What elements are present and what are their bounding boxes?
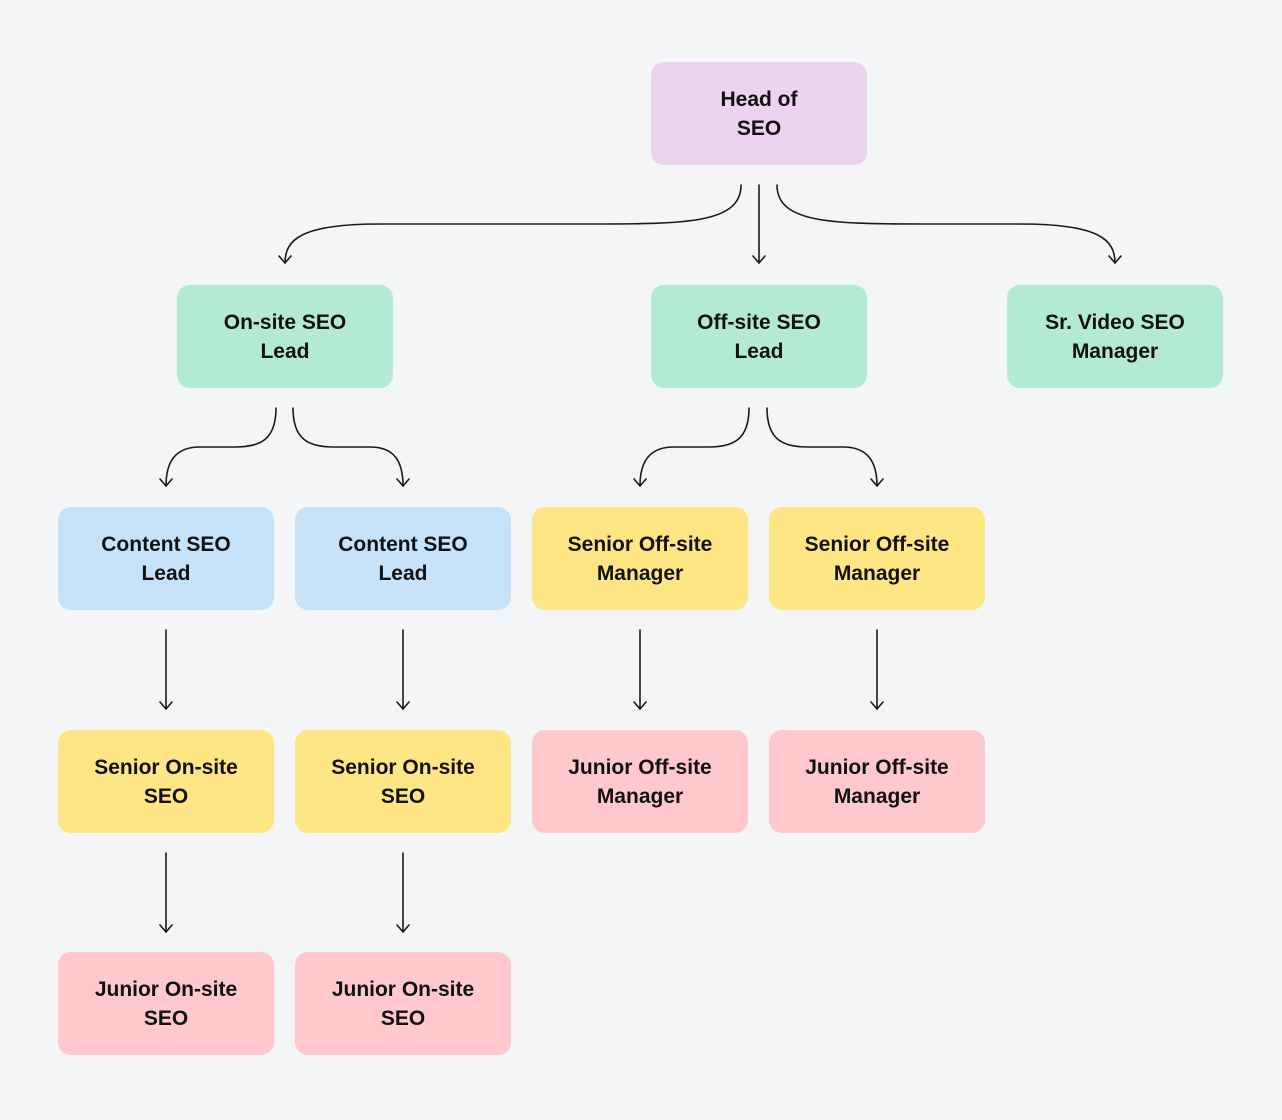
node-senior-onsite-seo-2: Senior On-site SEO — [295, 730, 511, 833]
arrowhead-content-lead-2 — [396, 478, 410, 487]
arrowhead-video-manager — [1108, 255, 1122, 264]
arrowhead-junior-offsite-1 — [633, 701, 647, 710]
arrowhead-junior-onsite-1 — [159, 924, 173, 933]
node-label: Senior Off-site Manager — [567, 532, 713, 585]
node-senior-offsite-manager-1: Senior Off-site Manager — [532, 507, 748, 610]
node-sr-video-seo-manager: Sr. Video SEO Manager — [1007, 285, 1223, 388]
arrowhead-onsite-lead — [278, 255, 292, 264]
arrowhead-senior-offsite-1 — [633, 478, 647, 487]
node-senior-onsite-seo-1: Senior On-site SEO — [58, 730, 274, 833]
node-label: Sr. Video SEO Manager — [1045, 310, 1185, 363]
connector-onsite-lead-to-content-lead-2 — [292, 407, 404, 487]
node-label: Senior Off-site Manager — [804, 532, 950, 585]
arrowhead-offsite-lead — [752, 255, 766, 264]
node-label: Junior On-site SEO — [94, 977, 238, 1030]
node-head-of-seo: Head of SEO — [651, 62, 867, 165]
node-label: Content SEO Lead — [338, 532, 468, 585]
node-label: Content SEO Lead — [101, 532, 231, 585]
node-content-seo-lead-2: Content SEO Lead — [295, 507, 511, 610]
node-senior-offsite-manager-2: Senior Off-site Manager — [769, 507, 985, 610]
node-offsite-seo-lead: Off-site SEO Lead — [651, 285, 867, 388]
arrowhead-junior-onsite-2 — [396, 924, 410, 933]
node-label: Senior On-site SEO — [331, 755, 475, 808]
arrowhead-junior-offsite-2 — [870, 701, 884, 710]
arrowhead-senior-onsite-2 — [396, 701, 410, 710]
node-junior-offsite-manager-2: Junior Off-site Manager — [769, 730, 985, 833]
node-label: On-site SEO Lead — [223, 310, 347, 363]
arrowhead-senior-offsite-2 — [870, 478, 884, 487]
node-label: Junior Off-site Manager — [805, 755, 949, 808]
node-junior-onsite-seo-2: Junior On-site SEO — [295, 952, 511, 1055]
node-label: Off-site SEO Lead — [697, 310, 821, 363]
node-content-seo-lead-1: Content SEO Lead — [58, 507, 274, 610]
node-label: Head of SEO — [720, 87, 798, 140]
node-label: Junior On-site SEO — [331, 977, 475, 1030]
node-onsite-seo-lead: On-site SEO Lead — [177, 285, 393, 388]
connector-onsite-lead-to-content-lead-1 — [165, 407, 277, 487]
node-junior-onsite-seo-1: Junior On-site SEO — [58, 952, 274, 1055]
arrowhead-content-lead-1 — [159, 478, 173, 487]
arrowhead-senior-onsite-1 — [159, 701, 173, 710]
node-label: Junior Off-site Manager — [568, 755, 712, 808]
connector-head-to-video-manager — [776, 184, 1116, 264]
connector-offsite-lead-to-senior-offsite-2 — [766, 407, 878, 487]
node-junior-offsite-manager-1: Junior Off-site Manager — [532, 730, 748, 833]
node-label: Senior On-site SEO — [94, 755, 238, 808]
connector-offsite-lead-to-senior-offsite-1 — [639, 407, 750, 487]
connector-head-to-onsite-lead — [284, 184, 742, 264]
